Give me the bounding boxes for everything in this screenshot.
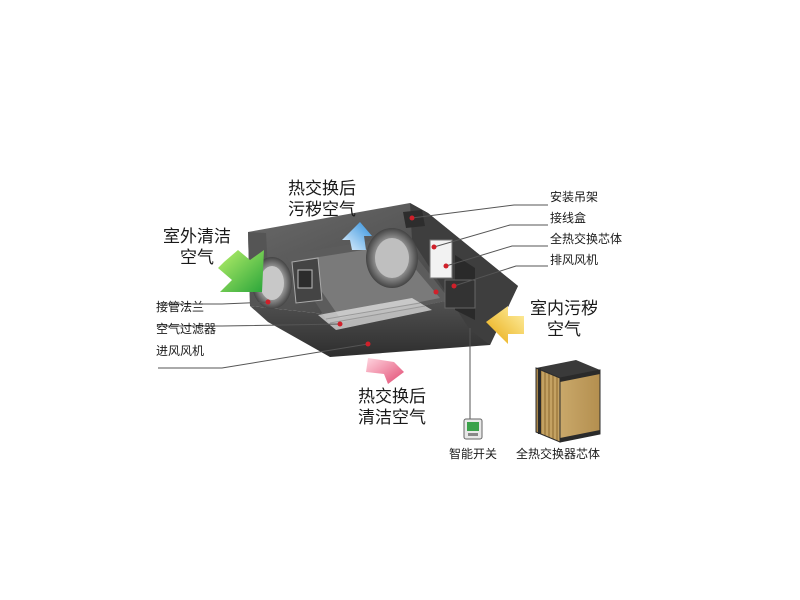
callout-dots (265, 215, 457, 347)
blue-arrow-icon (342, 222, 372, 250)
outdoor-clean-air-label: 室外清洁 空气 (160, 227, 234, 269)
indoor-dirty-air-line1: 室内污秽 (530, 299, 598, 319)
callout-exhaust-fan: 排风风机 (550, 253, 599, 267)
ventilation-unit (248, 203, 518, 357)
supply-after-exchange-line2: 清洁空气 (358, 408, 426, 428)
indoor-dirty-air-line2: 空气 (547, 320, 581, 340)
leader-lines (158, 204, 548, 421)
outdoor-clean-air-line2: 空气 (180, 248, 214, 268)
exhaust-after-exchange-line2: 污秽空气 (288, 200, 356, 220)
pink-arrow-icon (366, 358, 404, 384)
supply-after-exchange-label: 热交换后 清洁空气 (352, 387, 432, 429)
yellow-arrow-icon (486, 306, 524, 344)
smart-switch-icon (463, 418, 483, 440)
callout-mounting-bracket: 安装吊架 (550, 190, 599, 204)
exchanger-core-icon (535, 360, 601, 443)
indoor-dirty-air-label: 室内污秽 空气 (524, 299, 604, 341)
callout-air-filter: 空气过滤器 (156, 322, 217, 336)
outdoor-clean-air-line1: 室外清洁 (163, 227, 231, 247)
core-unit-label: 全热交换器芯体 (516, 447, 601, 461)
callout-junction-box: 接线盒 (550, 211, 587, 225)
exhaust-after-exchange-line1: 热交换后 (288, 179, 356, 199)
callout-heat-exchange-core: 全热交换芯体 (550, 232, 623, 246)
callout-duct-flange: 接管法兰 (156, 300, 205, 314)
exhaust-after-exchange-label: 热交换后 污秽空气 (282, 179, 362, 221)
smart-switch-label: 智能开关 (449, 447, 498, 461)
callout-supply-fan: 进风风机 (156, 344, 205, 358)
green-arrow-icon (218, 250, 264, 292)
supply-after-exchange-line1: 热交换后 (358, 387, 426, 407)
